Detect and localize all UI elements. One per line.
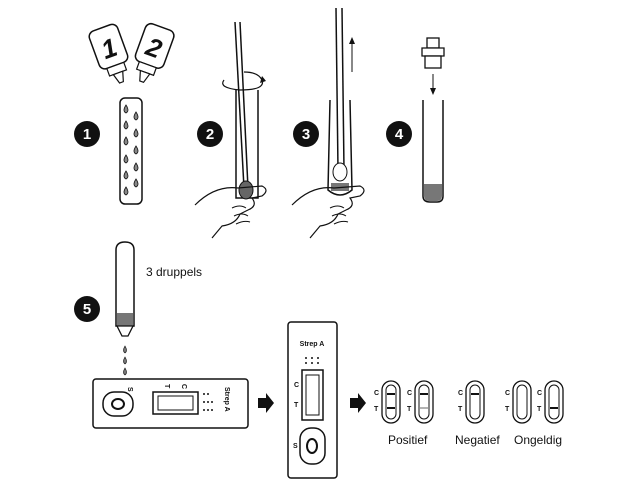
svg-text:C: C xyxy=(458,390,463,397)
falling-drops xyxy=(123,345,127,376)
step-4-badge: 4 xyxy=(386,121,412,147)
cassette-h-label: Strep A xyxy=(223,387,230,412)
arrow-right-icon xyxy=(258,393,274,413)
cassette-v-sample: S xyxy=(293,443,298,450)
reagent-bottle-1: 1 xyxy=(88,23,129,84)
extraction-tube-drops xyxy=(119,97,143,205)
step-4-number: 4 xyxy=(395,126,404,143)
step-3-badge: 3 xyxy=(293,121,319,147)
result-negative: C T Negatief xyxy=(455,380,500,447)
hand-icon-2 xyxy=(291,185,365,239)
svg-text:C: C xyxy=(374,390,379,397)
result-positive-label: Positief xyxy=(388,433,428,447)
result-invalid-label: Ongeldig xyxy=(514,433,562,447)
step-1-number: 1 xyxy=(83,126,91,143)
swab-in-tube-rotate xyxy=(194,21,267,239)
hand-icon xyxy=(194,185,267,239)
test-cassette-vertical: Strep A C T S xyxy=(287,321,338,479)
result-positive: C T C T Positief xyxy=(374,380,434,447)
svg-text:T: T xyxy=(505,406,510,413)
svg-text:T: T xyxy=(458,406,463,413)
dropper-tube xyxy=(115,241,135,337)
result-positive-window-a: C T xyxy=(374,380,401,424)
arrow-right-icon-2 xyxy=(350,393,366,413)
step-2-badge: 2 xyxy=(197,121,223,147)
tube-with-dropper-cap xyxy=(421,37,445,203)
rotate-arrow-icon xyxy=(222,71,264,91)
step-5-badge: 5 xyxy=(74,296,100,322)
reagent-bottle-2: 2 xyxy=(134,22,175,84)
test-cassette-horizontal: S T C Strep A xyxy=(92,378,249,429)
svg-text:C: C xyxy=(505,390,510,397)
result-negative-label: Negatief xyxy=(455,433,500,447)
svg-text:T: T xyxy=(407,406,412,413)
drops-label: 3 druppels xyxy=(146,265,202,279)
cassette-h-test: T xyxy=(163,384,170,389)
svg-text:C: C xyxy=(537,390,542,397)
drop-icons xyxy=(123,104,139,196)
svg-text:C: C xyxy=(407,390,412,397)
cassette-h-control: C xyxy=(180,384,187,389)
step-5-number: 5 xyxy=(83,301,91,318)
step-2-number: 2 xyxy=(206,126,214,143)
cassette-v-label: Strep A xyxy=(300,341,325,348)
cassette-h-sample: S xyxy=(126,387,133,392)
step-3-number: 3 xyxy=(302,126,310,143)
result-invalid-window-b: C T xyxy=(537,380,564,424)
cassette-v-test: T xyxy=(294,402,299,409)
svg-text:T: T xyxy=(537,406,542,413)
step-1-badge: 1 xyxy=(74,121,100,147)
result-positive-window-b: C T xyxy=(407,380,434,424)
swab-squeeze-withdraw xyxy=(291,7,365,239)
result-invalid: C T C T Ongeldig xyxy=(505,380,564,447)
cassette-v-control: C xyxy=(294,382,299,389)
svg-text:T: T xyxy=(374,406,379,413)
result-invalid-window-a: C T xyxy=(505,380,532,424)
